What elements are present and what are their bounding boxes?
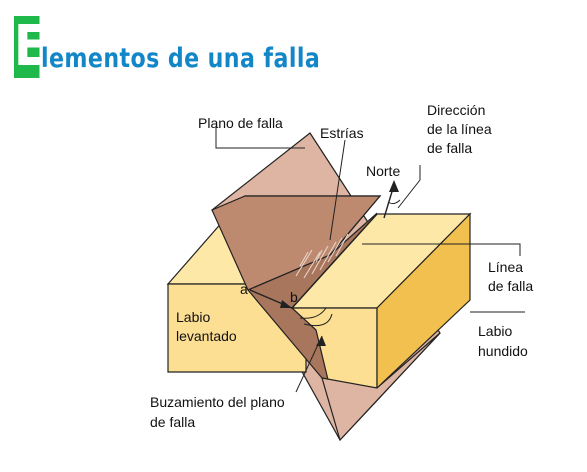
label-point-b: b <box>290 289 298 305</box>
north-angle-arc <box>387 199 401 205</box>
page-title: E lementos de una falla <box>14 8 381 78</box>
fault-plane-front <box>321 332 441 442</box>
leader-estrias <box>329 139 346 241</box>
label-linea-line1: Línea <box>488 259 523 275</box>
leader-direccion <box>397 165 421 209</box>
fault-plane-exposed <box>211 195 382 291</box>
label-norte: Norte <box>366 163 400 179</box>
label-estrias: Estrías <box>320 125 364 141</box>
label-direccion-line3: de falla <box>427 140 472 156</box>
label-labio-levantado-line1: Labio <box>176 309 210 325</box>
dip-angle-arc-2 <box>303 313 333 327</box>
title-text: lementos de una falla <box>41 43 321 74</box>
label-plano-de-falla: Plano de falla <box>198 115 283 131</box>
label-buzamiento-line1: Buzamiento del plano <box>150 394 285 410</box>
label-direccion-line1: Dirección <box>427 102 485 118</box>
leader-linea-de-falla <box>362 243 521 256</box>
leader-plano-de-falla <box>215 127 305 149</box>
label-linea-line2: de falla <box>488 278 533 294</box>
label-labio-levantado-line2: levantado <box>176 328 237 344</box>
label-buzamiento-line2: de falla <box>150 414 195 430</box>
striations <box>295 233 349 279</box>
leader-buzamiento-head <box>316 336 326 346</box>
dip-arrow-head <box>280 300 292 308</box>
label-point-a: a <box>240 281 248 297</box>
label-direccion-line2: de la línea <box>427 121 492 137</box>
label-labio-hundido-line1: Labio <box>478 323 512 339</box>
right-block-side <box>376 212 471 390</box>
dip-angle-arc <box>299 307 327 319</box>
north-arrow-head <box>389 180 399 192</box>
fault-line <box>291 213 378 309</box>
label-labio-hundido-line2: hundido <box>478 343 528 359</box>
